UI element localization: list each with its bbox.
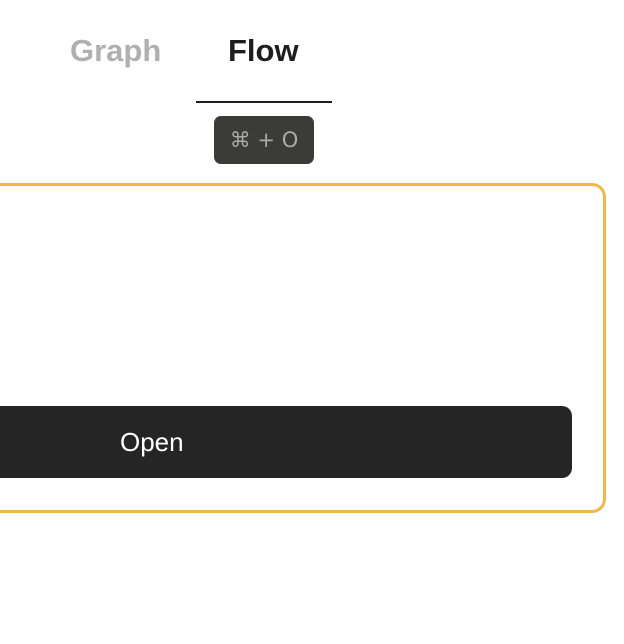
open-button-label: Open <box>120 427 184 457</box>
active-tab-indicator <box>196 101 332 103</box>
tab-flow[interactable]: Flow <box>228 33 299 68</box>
shortcut-tooltip: ⌘ + O <box>214 116 314 164</box>
open-button[interactable]: Open <box>0 406 572 478</box>
tab-graph[interactable]: Graph <box>70 33 162 68</box>
